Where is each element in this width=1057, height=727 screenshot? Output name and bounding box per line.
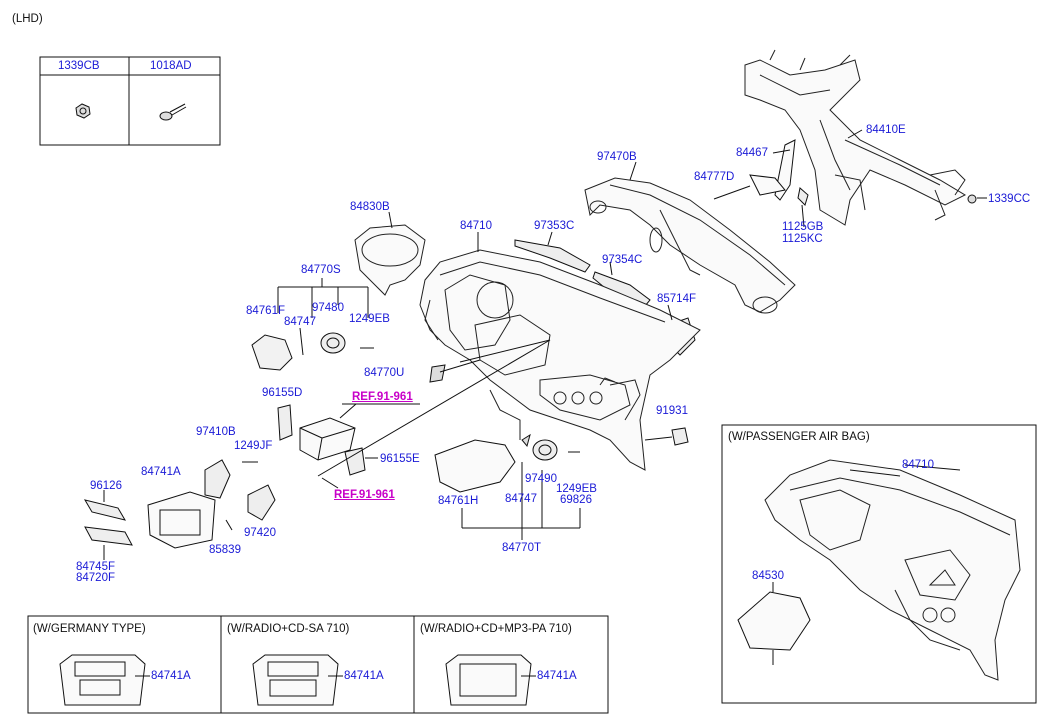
part-label[interactable]: 1125KC [782,233,823,245]
part-label[interactable]: 91931 [656,405,688,417]
part-label[interactable]: 1125GB [782,221,824,233]
panel-84745F [84,526,133,546]
part-label[interactable]: 97353C [534,220,575,232]
part-label[interactable]: 84410E [866,124,906,136]
fastener-col1-label: 1339CB [58,60,100,72]
fastener-table-frame [39,56,221,146]
ref-link[interactable]: REF.91-961 [352,391,413,403]
part-label[interactable]: 84741A [151,670,191,682]
part-label[interactable]: 84770S [301,264,341,276]
crash-pad-main [419,249,701,471]
center-facia-84741A [147,491,216,549]
vent-97420 [247,484,276,521]
vent-97410B [204,459,231,499]
facia-radio-cd-mp3-pa710 [445,654,536,706]
ref-link[interactable]: REF.91-961 [334,489,395,501]
cover-84761F [251,334,293,371]
part-label[interactable]: 84720F [76,572,116,584]
part-label[interactable]: 97410B [196,426,236,438]
part-label[interactable]: 84747 [284,316,316,328]
part-label[interactable]: 84770T [502,542,542,554]
facia-radio-cd-sa710 [252,654,343,706]
part-label[interactable]: 1249JF [234,440,273,452]
variant-tag: (LHD) [12,13,43,25]
part-label[interactable]: 96155E [380,453,420,465]
facia-germany [59,654,150,706]
part-label[interactable]: 84710 [460,220,492,232]
part-label[interactable]: 96155D [262,387,303,399]
part-label[interactable]: 96126 [90,480,122,492]
part-label[interactable]: 84761F [246,305,286,317]
part-label[interactable]: 97420 [244,527,276,539]
part-label[interactable]: 97480 [312,302,344,314]
knob-97490 [532,439,558,461]
part-label[interactable]: 84747 [505,493,537,505]
part-label[interactable]: 84741A [141,466,181,478]
screw-icon [159,103,187,121]
knob-97480 [320,332,346,354]
cowl-crossmember [744,49,967,226]
part-label[interactable]: 97470B [597,151,637,163]
audio-head-unit [299,417,356,461]
part-label[interactable]: 69826 [560,494,592,506]
strip-97353C [514,239,591,273]
panel-96126 [83,499,127,521]
variants-frame [27,615,609,714]
part-label[interactable]: 97490 [525,473,557,485]
crash-pad-passenger [764,459,1021,681]
part-label[interactable]: 84710 [902,459,934,471]
part-label[interactable]: 85714F [657,293,697,305]
part-label[interactable]: 84745F [76,561,116,573]
variant-title: (W/RADIO+CD-SA 710) [227,623,350,635]
part-label[interactable]: 84770U [364,367,405,379]
defroster-duct [584,177,796,314]
part-label[interactable]: 1249EB [556,483,597,495]
part-label[interactable]: 84741A [537,670,577,682]
bracket-84777D [749,174,786,196]
variant-title: (W/RADIO+CD+MP3-PA 710) [420,623,572,635]
part-label[interactable]: 84830B [350,201,390,213]
part-label[interactable]: 84761H [438,495,479,507]
bracket-96155D [277,404,293,441]
part-label[interactable]: 84530 [752,570,784,582]
part-label[interactable]: 84741A [344,670,384,682]
part-label[interactable]: 84467 [736,147,768,159]
part-label[interactable]: 97354C [602,254,643,266]
cluster-hood-84830B [354,224,426,296]
fastener-col2-label: 1018AD [150,60,192,72]
cover-84761H [434,439,516,493]
passenger-box-title: (W/PASSENGER AIR BAG) [728,431,870,443]
part-label[interactable]: 1249EB [349,313,390,325]
airbag-module-84530 [737,591,811,651]
passenger-airbag-frame [721,424,1037,704]
part-label[interactable]: 1339CC [988,193,1031,205]
nut-icon [75,103,91,119]
variant-title: (W/GERMANY TYPE) [33,623,146,635]
part-label[interactable]: 85839 [209,544,241,556]
part-label[interactable]: 84777D [694,171,735,183]
